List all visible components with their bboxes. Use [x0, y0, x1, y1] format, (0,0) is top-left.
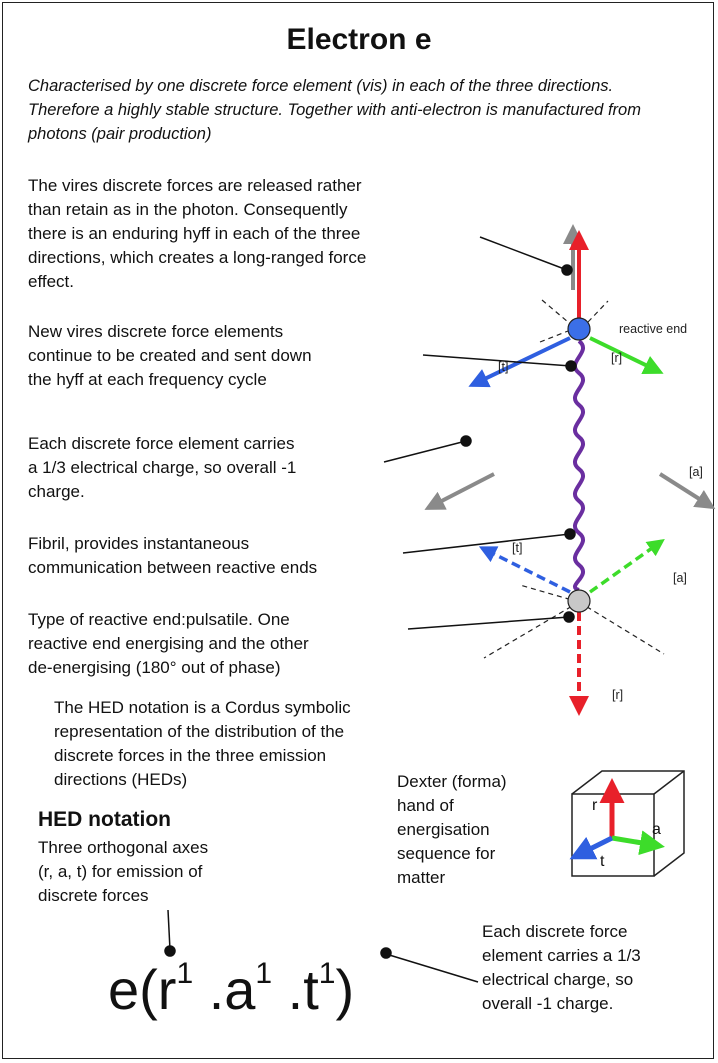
label-reactive-end: reactive end — [619, 322, 687, 336]
label-r-bottom: [r] — [612, 688, 623, 702]
hed-explanation: The HED notation is a Cordus symbolic re… — [54, 698, 351, 789]
reactive-end-bottom — [567, 589, 591, 613]
new-vires-note: New vires discrete force elements contin… — [28, 322, 312, 389]
cube-t-axis — [569, 835, 614, 860]
cube-label-r: r — [592, 797, 598, 814]
leader-dot — [380, 947, 392, 959]
cube-a-axis — [611, 830, 665, 856]
t-arrow-bottom — [478, 546, 571, 594]
cube-label-t: t — [600, 853, 605, 870]
guide-line — [587, 300, 609, 323]
hed-axes-note: Three orthogonal axes (r, a, t) for emis… — [38, 838, 209, 905]
leader-line — [385, 953, 479, 983]
label-a-bottom: [a] — [673, 571, 687, 585]
leader-dot — [460, 435, 472, 447]
intro-text: Characterised by one discrete force elem… — [28, 77, 641, 143]
charge-note: Each discrete force element carries a 1/… — [28, 434, 297, 501]
reactive-type-note: Type of reactive end:pulsatile. One reac… — [28, 610, 309, 677]
hyff-arrow-right — [658, 472, 716, 510]
fibril-note: Fibril, provides instantaneous communica… — [28, 534, 318, 577]
label-r-top: [r] — [611, 351, 622, 365]
guide-line — [483, 601, 580, 659]
leader-line — [422, 354, 572, 367]
hed-notation-heading: HED notation — [38, 808, 171, 831]
reactive-end-top — [567, 317, 591, 341]
page-title: Electron e — [286, 23, 432, 56]
leader-dot — [561, 264, 573, 276]
leader-dot — [164, 945, 176, 957]
hyff-arrow-left — [424, 472, 495, 510]
guide-line — [541, 299, 569, 323]
guide-line — [578, 601, 665, 655]
leader-dot — [564, 528, 576, 540]
label-t-bottom: [t] — [512, 541, 522, 555]
label-t-top: [t] — [498, 360, 508, 374]
hed-cube — [571, 770, 685, 877]
leader-line — [402, 533, 571, 554]
t-arrow-top — [468, 336, 571, 388]
label-a-top: [a] — [689, 465, 703, 479]
hed-formula: e(r1 .a1 .t1) — [108, 957, 355, 1021]
leader-line — [407, 616, 570, 630]
leader-line — [383, 440, 467, 463]
vires-released-note: The vires discrete forces are released r… — [28, 176, 367, 291]
leader-line — [167, 909, 171, 951]
fibril-wave — [573, 339, 585, 592]
leader-dot — [565, 360, 577, 372]
charge-bottom-note: Each discrete force element carries a 1/… — [482, 922, 641, 1013]
a-arrow-bottom — [588, 538, 665, 594]
dexter-note: Dexter (forma) hand of energisation sequ… — [397, 772, 507, 887]
a-arrow-top — [589, 336, 664, 375]
leader-line — [479, 236, 568, 271]
leader-dot — [563, 611, 575, 623]
cube-edge — [653, 770, 685, 795]
cube-label-a: a — [652, 821, 661, 838]
